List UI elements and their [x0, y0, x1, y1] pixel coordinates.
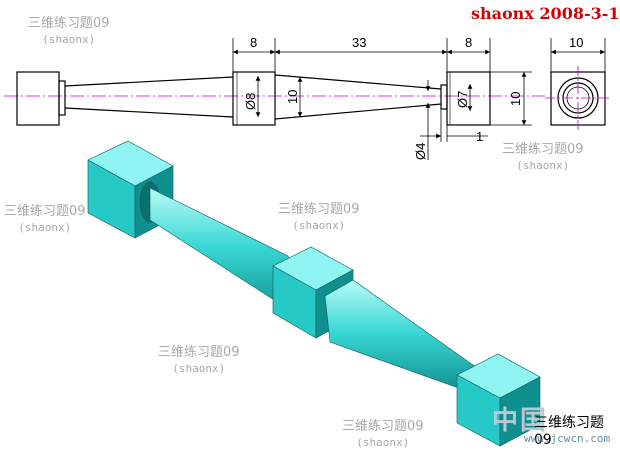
left-block — [16, 71, 60, 126]
front-view — [4, 71, 545, 126]
watermark: 三维练习题09 (shaonx) — [158, 345, 240, 377]
watermark: 三维练习题09 (shaonx) — [342, 419, 424, 451]
watermark: 三维练习题09 (shaonx) — [28, 16, 110, 48]
watermark: 三维练习题09 (shaonx) — [4, 204, 86, 236]
right-taper-top — [274, 74, 442, 90]
right-taper-bottom — [274, 103, 442, 120]
author-signature: shaonx 2008-3-1 — [471, 4, 620, 23]
side-view — [545, 66, 612, 130]
dim-thin-diameter: Ø4 — [413, 143, 428, 160]
dim-small-diameter: Ø7 — [455, 91, 470, 108]
dim-step: 1 — [476, 129, 483, 144]
watermark-sub: (shaonx) — [18, 221, 72, 234]
watermark-title: 三维练习题09 — [4, 204, 86, 219]
dim-block-height: 10 — [508, 92, 523, 106]
dim-big-diameter: Ø8 — [243, 93, 258, 110]
right-block — [446, 71, 491, 126]
dimension-lines — [232, 38, 606, 160]
watermark-sub: (shaonx) — [172, 362, 226, 375]
watermark-title: 三维练习题09 — [28, 16, 110, 31]
right-cube — [456, 353, 541, 447]
watermark-title: 三维练习题09 — [342, 419, 424, 434]
left-taper-bottom — [64, 107, 234, 118]
watermark: 三维练习题09 (shaonx) — [502, 142, 584, 174]
logo-title: 三维练习题09 — [534, 415, 604, 448]
watermark-title: 三维练习题09 — [502, 142, 584, 157]
dim-left-block: 8 — [250, 35, 257, 50]
dimension-labels: 8 33 8 10 Ø8 10 Ø7 10 Ø4 1 — [243, 35, 583, 160]
middle-block — [232, 71, 276, 126]
watermark-sub: (shaonx) — [356, 436, 410, 449]
dim-taper-height: 10 — [285, 90, 300, 104]
watermark-sub: (shaonx) — [42, 33, 96, 46]
watermark-title: 三维练习题09 — [158, 345, 240, 360]
watermark: 三维练习题09 (shaonx) — [278, 202, 360, 234]
watermark-sub: (shaonx) — [292, 219, 346, 232]
right-collar — [440, 84, 448, 110]
logo-url: www.jcwcn.com — [524, 432, 611, 445]
left-taper-top — [64, 76, 234, 87]
dim-right-block: 8 — [465, 35, 472, 50]
solid-model — [87, 140, 541, 447]
dim-side-width: 10 — [569, 35, 583, 50]
watermark-title: 三维练习题09 — [278, 202, 360, 217]
site-logo: 中国 三维练习题09 www.jcwcn.com — [488, 400, 616, 456]
dim-taper-length: 33 — [352, 35, 366, 50]
left-collar — [58, 80, 66, 116]
watermark-sub: (shaonx) — [516, 159, 570, 172]
logo-big-text: 中国 — [492, 406, 549, 436]
